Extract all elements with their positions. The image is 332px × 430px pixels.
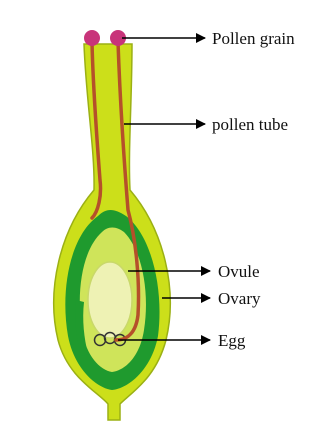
pollen-grain-label: Pollen grain — [212, 29, 295, 48]
ovule-label: Ovule — [218, 262, 260, 281]
pollen-grain-left — [84, 30, 100, 46]
ovule — [88, 262, 132, 338]
pollen-tube-label: pollen tube — [212, 115, 288, 134]
egg-label: Egg — [218, 331, 246, 350]
ovary-label: Ovary — [218, 289, 261, 308]
